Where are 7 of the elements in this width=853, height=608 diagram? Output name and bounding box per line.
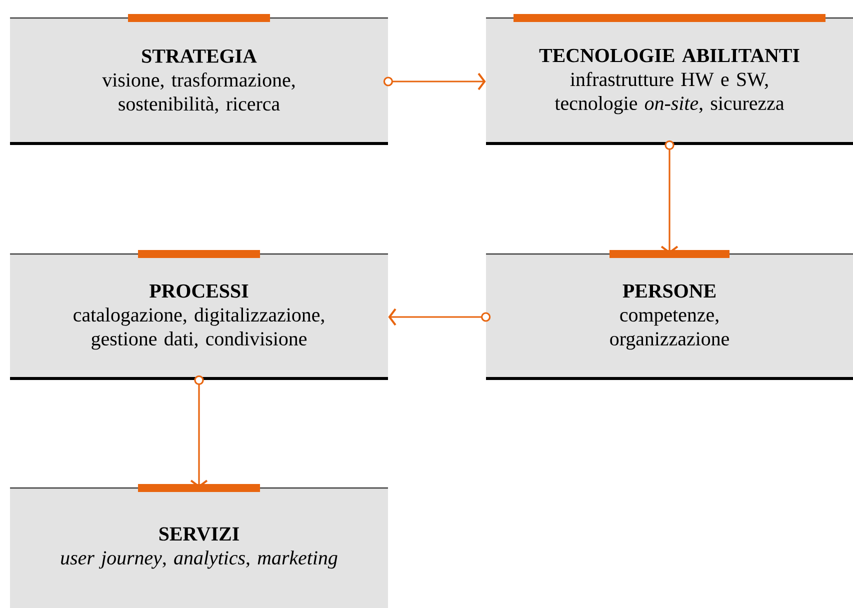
category-box: STRATEGIA visione, trasformazione, sostenibilità, ricerca	[10, 14, 388, 145]
category-box: SERVIZI user journey, analytics, marketing	[10, 484, 388, 608]
arrow	[383, 72, 486, 90]
arrow	[388, 308, 491, 326]
category-box: TECNOLOGIE ABILITANTI infrastrutture HW e SW, tecnologie on-site, sicurezza	[486, 14, 853, 145]
category-box: PERSONE competenze, organizzazione	[486, 250, 853, 380]
category-box: PROCESSI catalogazione, digitalizzazione, gestione dati, condivisione	[10, 250, 388, 380]
